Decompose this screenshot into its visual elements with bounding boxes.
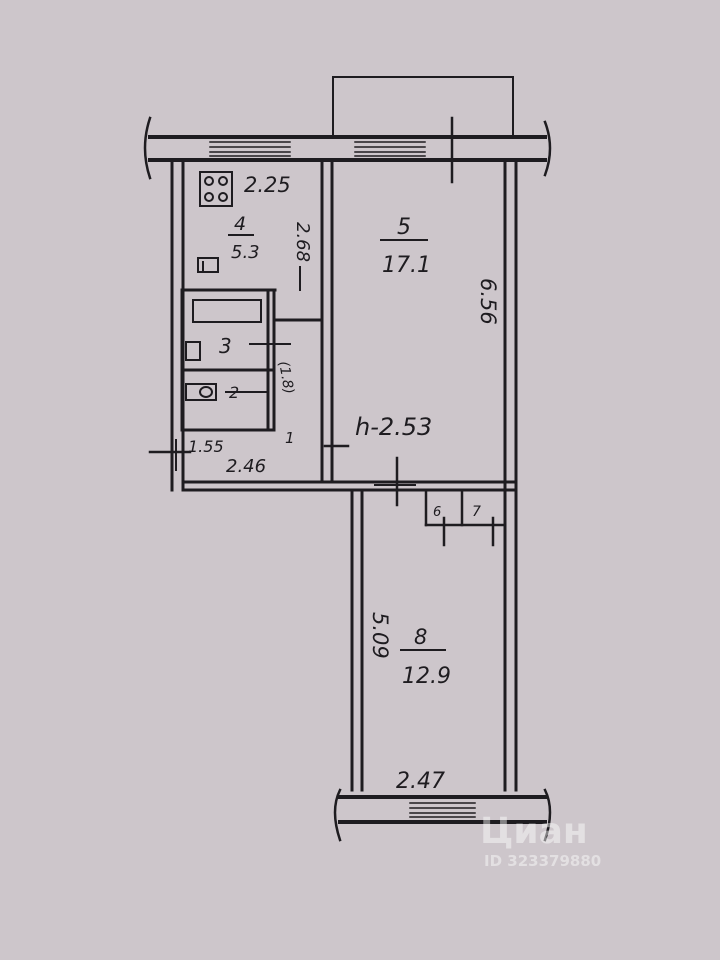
bedroom-window <box>409 802 476 818</box>
hallway-length-label: (1.8) <box>275 360 297 395</box>
stove-icon <box>199 171 233 207</box>
closet-6-label: 6 <box>433 505 441 520</box>
closet-7-label: 7 <box>472 504 481 520</box>
bedroom-left-wall <box>350 488 364 792</box>
bedroom-length-label: 5.09 <box>368 612 392 659</box>
kitchen-number-label: 4 <box>234 213 246 235</box>
right-exterior-wall <box>503 158 518 792</box>
living-room-area-label: 17.1 <box>382 253 431 278</box>
bathtub-icon <box>192 299 262 323</box>
kitchen-sink-icon <box>197 257 219 273</box>
bedroom-area-label: 12.9 <box>402 664 451 689</box>
hallway-width-label: 1.55 <box>188 437 224 456</box>
bedroom-number-label: 8 <box>414 625 427 649</box>
bedroom-width-label: 2.47 <box>396 769 445 794</box>
watermark-brand: Циан <box>480 811 588 852</box>
bathroom-block <box>180 288 276 432</box>
kitchen-window <box>209 141 291 157</box>
living-room-length-label: 6.56 <box>476 278 500 325</box>
top-exterior-wall <box>143 116 552 180</box>
ceiling-height-label: h-2.53 <box>355 413 432 441</box>
kitchen-length-label: 2.68 <box>292 222 313 262</box>
toilet-number-label: 2 <box>229 383 239 402</box>
watermark-listing-id: ID 323379880 <box>484 852 601 870</box>
bathroom-sink-icon <box>185 341 201 361</box>
kitchen-width-label: 2.25 <box>244 173 291 197</box>
hallway-area-label: 2.46 <box>226 456 266 477</box>
toilet-icon <box>185 383 217 401</box>
living-room-number-label: 5 <box>397 215 411 240</box>
bottom-exterior-wall <box>333 788 552 842</box>
bathroom-number-label: 3 <box>219 334 232 358</box>
hallway-bedroom-wall <box>181 480 518 492</box>
closets <box>424 488 507 547</box>
hallway-number-label: 1 <box>285 429 295 447</box>
living-room-window <box>354 141 426 157</box>
kitchen-area-label: 5.3 <box>231 242 260 263</box>
